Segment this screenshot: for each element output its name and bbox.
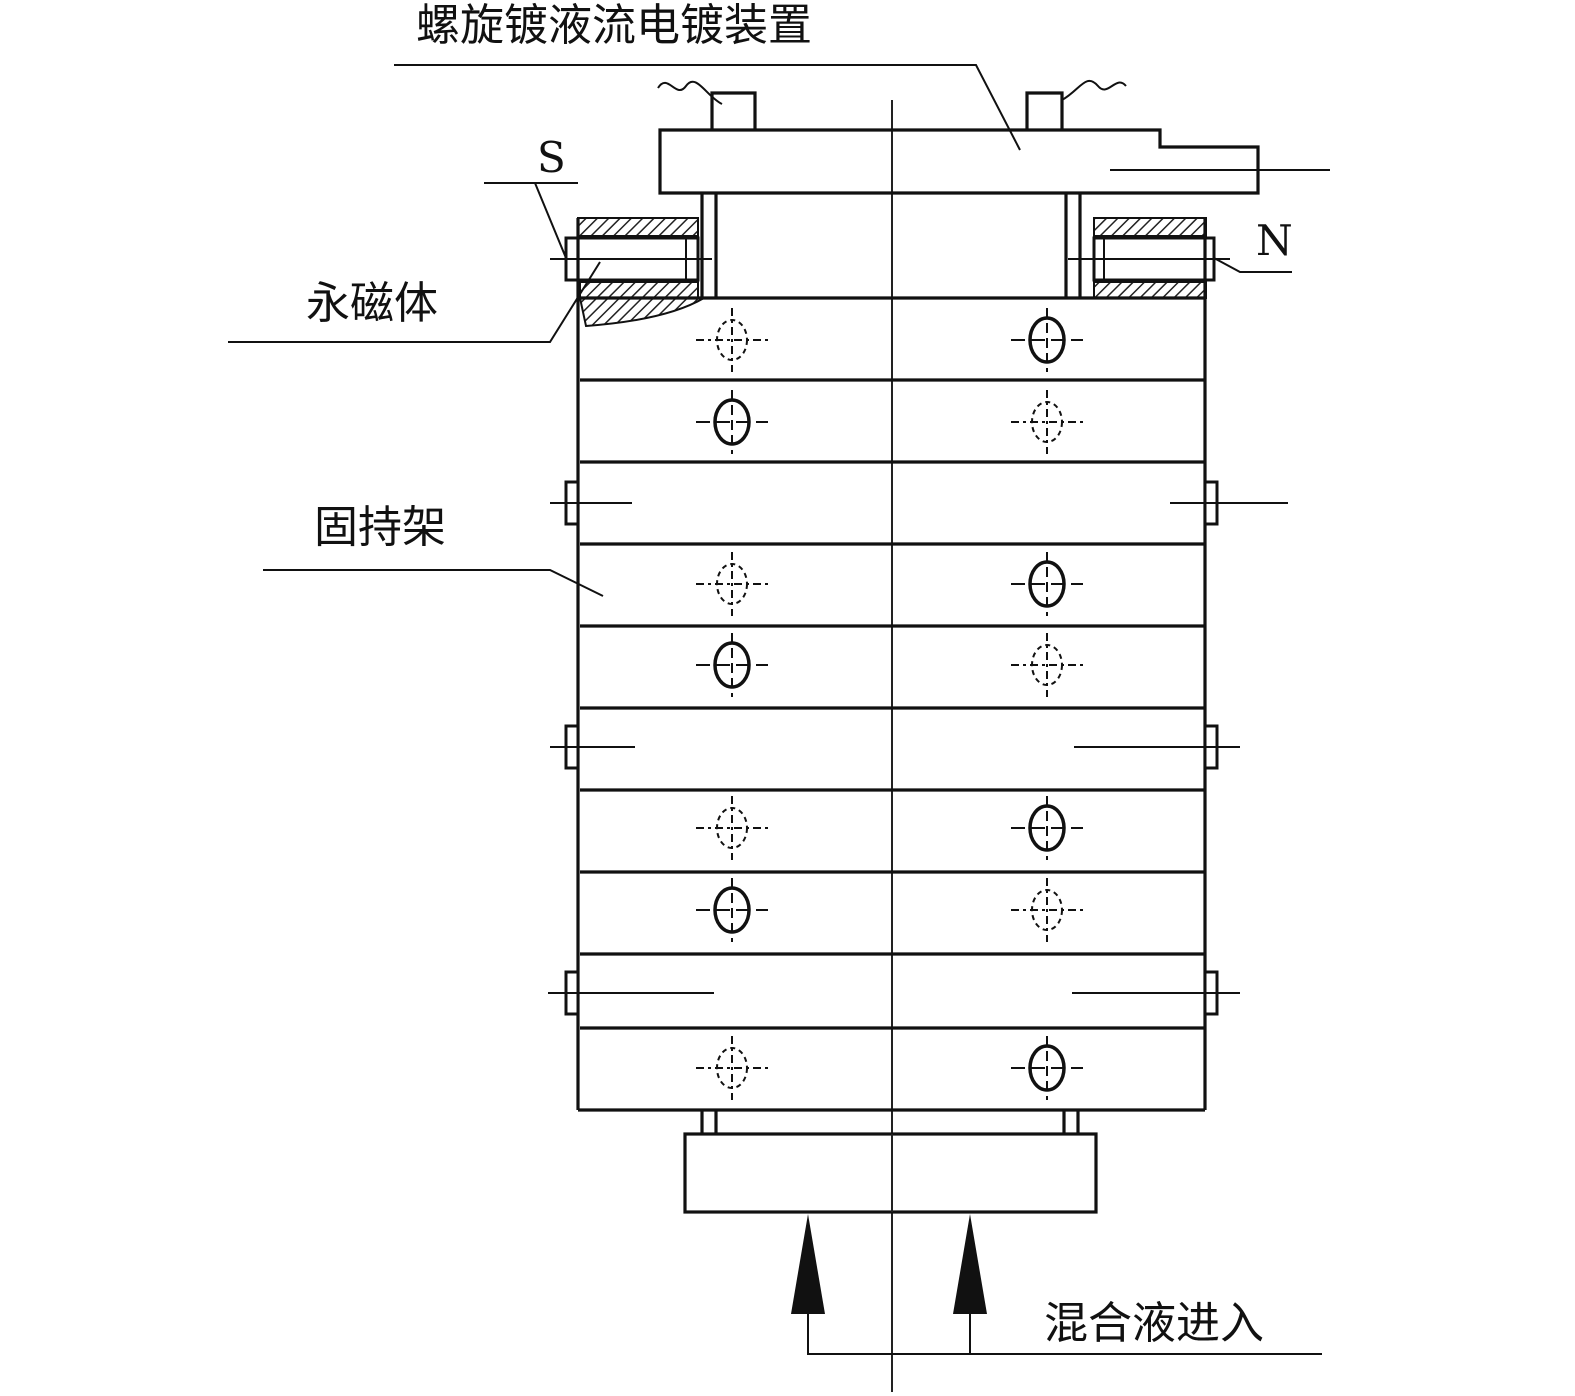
right-arrow-icon (953, 1214, 987, 1314)
magnet-label: 永磁体 (306, 278, 438, 329)
inlet-label: 混合液进入 (1044, 1298, 1264, 1349)
holes-layer (696, 308, 1083, 1100)
hidden-hole (1011, 633, 1083, 697)
hidden-hole (696, 552, 768, 616)
hole (696, 878, 768, 942)
left-magnet-assembly (550, 217, 712, 328)
pole-n-label: N (1256, 216, 1293, 265)
left-arrow-icon (791, 1214, 825, 1314)
hole (1011, 1036, 1083, 1100)
pole-s-label: S (537, 133, 566, 182)
hole (696, 390, 768, 454)
left-inlet-pipe (710, 91, 757, 130)
hidden-hole (696, 308, 768, 372)
inlet-arrows (791, 1214, 1322, 1355)
hidden-hole (1011, 390, 1083, 454)
hole (1011, 308, 1083, 372)
bottom-base (683, 1110, 1098, 1214)
holder-body (576, 218, 1207, 1112)
hole (1011, 552, 1083, 616)
hole (1011, 796, 1083, 860)
hole (696, 633, 768, 697)
holder-label: 固持架 (314, 502, 446, 553)
right-inlet-pipe (1025, 91, 1064, 130)
hidden-hole (696, 1036, 768, 1100)
hidden-hole (696, 796, 768, 860)
right-magnet-assembly (1068, 217, 1230, 299)
left-wave-icon (657, 80, 723, 105)
top-cap (657, 79, 1330, 195)
support-rods (700, 193, 1082, 298)
leader-lines (228, 64, 1292, 597)
right-wave-icon (1061, 79, 1127, 101)
side-pins (548, 480, 1288, 1016)
device-label: 螺旋镀液流电镀装置 (416, 0, 812, 51)
hidden-hole (1011, 878, 1083, 942)
